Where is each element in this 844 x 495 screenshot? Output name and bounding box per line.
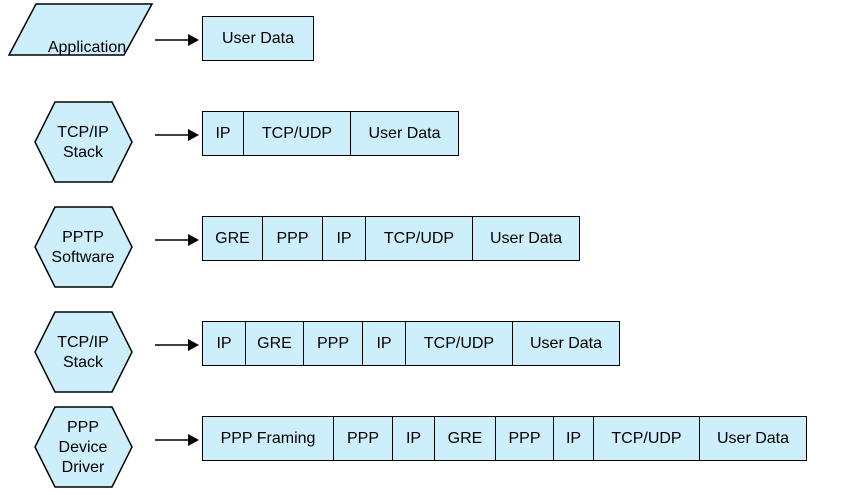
packet-field[interactable]: IP <box>554 417 594 460</box>
packet-field[interactable]: GRE <box>203 217 263 260</box>
arrow-right-icon <box>155 434 199 446</box>
arrow-pptp-software <box>152 230 202 250</box>
packet-field[interactable]: GRE <box>435 417 496 460</box>
packet-field[interactable]: GRE <box>246 322 304 365</box>
packet-field[interactable]: User Data <box>203 17 313 60</box>
arrow-application <box>152 30 202 50</box>
packet-field[interactable]: TCP/UDP <box>594 417 700 460</box>
arrow-right-icon <box>155 34 199 46</box>
packet-field[interactable]: PPP <box>334 417 393 460</box>
hexagon-shape <box>34 101 133 183</box>
packet-field[interactable]: User Data <box>351 112 458 155</box>
packet-field[interactable]: IP <box>203 112 244 155</box>
arrow-right-icon <box>155 339 199 351</box>
hexagon-icon <box>34 101 133 183</box>
packet-field[interactable]: PPP <box>263 217 323 260</box>
packet-field[interactable]: IP <box>203 322 246 365</box>
hexagon-icon <box>34 206 133 288</box>
arrow-ppp-device-driver <box>152 430 202 450</box>
packet-field[interactable]: User Data <box>700 417 806 460</box>
packet-field[interactable]: TCP/UDP <box>244 112 351 155</box>
parallelogram-shape <box>8 3 154 56</box>
arrow-right-icon <box>155 129 199 141</box>
diagram-row-application: Application User Data <box>0 0 844 95</box>
packet-field[interactable]: PPP <box>496 417 554 460</box>
packet-field[interactable]: PPP Framing <box>203 417 334 460</box>
hexagon-icon <box>34 311 133 393</box>
packet-field[interactable]: TCP/UDP <box>366 217 473 260</box>
hexagon-shape <box>34 311 133 393</box>
packet-field[interactable]: User Data <box>513 322 619 365</box>
hexagon-shape <box>34 206 133 288</box>
packet-field[interactable]: User Data <box>473 217 579 260</box>
packet-field[interactable]: PPP <box>304 322 363 365</box>
hexagon-shape <box>34 406 133 488</box>
packet-field[interactable]: IP <box>363 322 406 365</box>
arrow-tcpip-stack-2 <box>152 335 202 355</box>
hexagon-icon <box>34 406 133 488</box>
packet-bar-application: User Data <box>202 16 314 61</box>
packet-field[interactable]: IP <box>393 417 435 460</box>
layer-shape-application[interactable]: Application <box>8 0 158 95</box>
parallelogram-icon <box>8 3 154 56</box>
arrow-tcpip-stack-1 <box>152 125 202 145</box>
packet-field[interactable]: TCP/UDP <box>406 322 513 365</box>
arrow-right-icon <box>155 234 199 246</box>
packet-field[interactable]: IP <box>323 217 366 260</box>
